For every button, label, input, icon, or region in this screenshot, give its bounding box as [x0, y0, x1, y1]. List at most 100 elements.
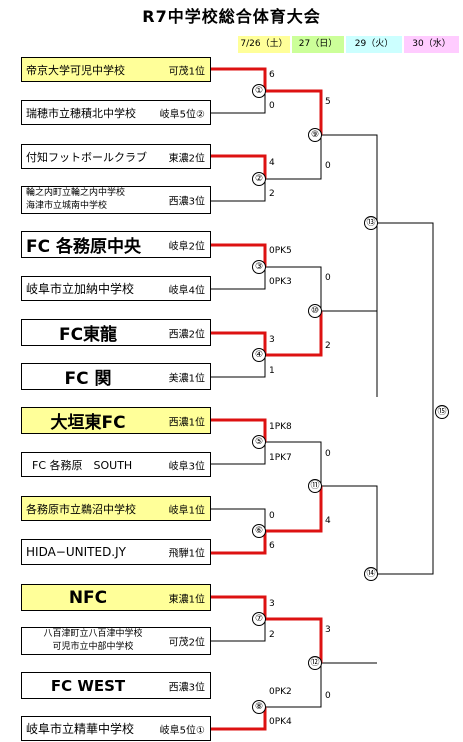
winner-line — [265, 486, 323, 533]
score: 0PK4 — [269, 717, 292, 727]
winner-line — [265, 311, 323, 357]
bracket-line — [265, 135, 322, 180]
score: 2 — [325, 341, 331, 351]
score: 1 — [269, 366, 275, 376]
team-box: FC 各務原 SOUTH 岐阜3位 — [21, 452, 211, 477]
score: 0 — [269, 511, 275, 521]
winner-line — [211, 154, 267, 179]
team-box: 付知フットボールクラブ 東濃2位 — [21, 144, 211, 169]
match-number: ⑦ — [252, 612, 266, 626]
team-box: 瑞穂市立穂積北中学校 岐阜5位② — [21, 100, 211, 125]
winner-line — [211, 418, 267, 442]
match-number: ⑧ — [252, 700, 266, 714]
bracket-line — [211, 355, 266, 378]
winner-line — [211, 707, 267, 731]
score: 0 — [325, 161, 331, 171]
score: 0 — [325, 273, 331, 283]
bracket-line — [211, 267, 266, 290]
match-number: ③ — [252, 260, 266, 274]
bracket-line — [377, 222, 434, 575]
match-number: ⑬ — [364, 216, 378, 230]
match-number: ④ — [252, 348, 266, 362]
date-day2: 27（日） — [292, 36, 344, 53]
team-name: HIDA−UNITED.JY — [26, 545, 126, 559]
score: 3 — [269, 599, 275, 609]
score: 2 — [269, 630, 275, 640]
team-box: 帝京大学可児中学校 可茂1位 — [21, 57, 211, 82]
team-name: NFC — [68, 587, 108, 608]
team-name: 瑞穂市立穂積北中学校 — [26, 106, 136, 120]
score: 0 — [325, 449, 331, 459]
team-box: NFC 東濃1位 — [21, 584, 211, 611]
score: 2 — [269, 189, 275, 199]
team-box: FC 各務原中央 岐阜2位 — [21, 231, 211, 258]
bracket-line — [265, 663, 322, 708]
match-number: ⑫ — [308, 656, 322, 670]
team-name: 岐阜市立精華中学校 — [26, 722, 135, 736]
team-rank: 岐阜5位① — [159, 725, 205, 736]
team-box: HIDA−UNITED.JY 飛騨1位 — [21, 539, 211, 565]
winner-line — [265, 89, 323, 135]
score: 3 — [325, 625, 331, 635]
team-name: FC 各務原 SOUTH — [32, 458, 133, 472]
winner-line — [211, 531, 267, 555]
score: 6 — [269, 541, 275, 551]
winner-line — [211, 243, 267, 267]
team-box: 各務原市立鵜沼中学校 岐阜1位 — [21, 496, 211, 521]
team-rank: 岐阜2位 — [168, 241, 205, 252]
bracket-line — [211, 179, 266, 202]
match-number: ① — [252, 84, 266, 98]
team-name: 輪之内町立輪之内中学校 — [26, 188, 126, 198]
team-name: 各務原市立鵜沼中学校 — [26, 502, 136, 516]
team-rank: 西濃2位 — [168, 329, 205, 340]
winner-line — [265, 617, 323, 663]
date-day1: 7/26（土） — [238, 36, 290, 53]
date-day4: 30（水） — [404, 36, 459, 53]
team-rank: 西濃3位 — [168, 682, 205, 693]
score: 1PK7 — [269, 453, 292, 463]
score: 4 — [269, 158, 275, 168]
winner-line — [211, 67, 267, 91]
score: 5 — [325, 97, 331, 107]
score: 6 — [269, 70, 275, 80]
bracket-line — [211, 619, 266, 642]
bracket-line — [211, 442, 266, 465]
bracket-line — [211, 508, 266, 531]
team-rank: 西濃1位 — [168, 417, 205, 428]
team-box: FC東龍 西濃2位 — [21, 319, 211, 346]
team-rank: 岐阜1位 — [168, 505, 205, 516]
bracket-line — [265, 441, 322, 486]
team-name: 海津市立城南中学校 — [26, 201, 108, 211]
team-box: FC 関 美濃1位 — [21, 363, 211, 390]
score: 1PK8 — [269, 422, 292, 432]
team-rank: 東濃1位 — [168, 594, 205, 605]
team-name: FC東龍 — [58, 325, 118, 345]
team-name: 八百津町立八百津中学校 — [43, 629, 143, 639]
team-name: FC 関 — [64, 369, 112, 389]
bracket-line — [265, 266, 322, 311]
bracket-line — [211, 91, 266, 114]
match-number: ⑥ — [252, 524, 266, 538]
team-box: 岐阜市立加納中学校 岐阜4位 — [21, 276, 211, 301]
match-number: ⑩ — [308, 304, 322, 318]
page-title: R7中学校総合体育大会 — [142, 7, 321, 26]
team-box: FC WEST 西濃3位 — [21, 672, 211, 699]
winner-line — [211, 595, 267, 619]
team-name: 岐阜市立加納中学校 — [26, 282, 135, 296]
score: 0 — [325, 691, 331, 701]
team-name: 大垣東FC — [50, 413, 126, 433]
team-name: FC 各務原中央 — [26, 237, 142, 257]
team-rank: 岐阜5位② — [159, 109, 205, 120]
team-name: 帝京大学可児中学校 — [26, 63, 125, 77]
match-number: ⑤ — [252, 435, 266, 449]
date-day3: 29（火） — [346, 36, 402, 53]
match-number: ⑪ — [308, 479, 322, 493]
team-rank: 可茂2位 — [168, 637, 205, 649]
team-rank: 東濃2位 — [168, 153, 205, 164]
score: 0PK5 — [269, 246, 292, 256]
match-number: ⑮ — [435, 405, 449, 419]
bracket-line — [321, 134, 378, 397]
score: 0 — [269, 101, 275, 111]
team-rank: 飛騨1位 — [168, 548, 205, 560]
team-rank: 岐阜3位 — [168, 461, 205, 472]
